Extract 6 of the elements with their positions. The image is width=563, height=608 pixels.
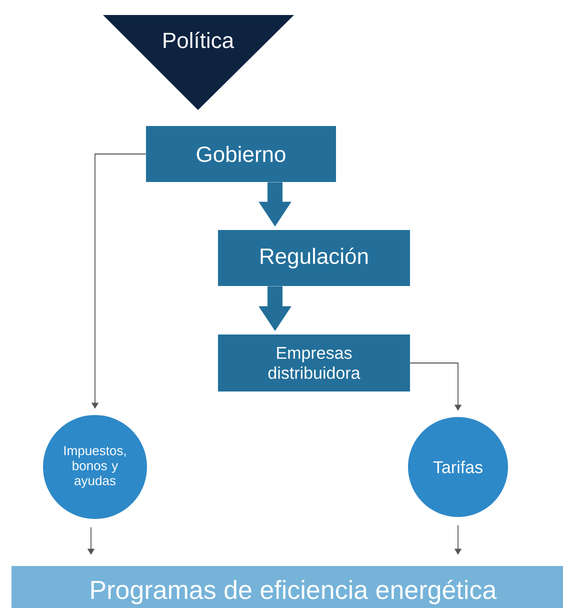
circle-node: Impuestos, bonos y ayudas bbox=[43, 415, 147, 519]
banner-band: Programas de eficiencia energética bbox=[12, 566, 563, 608]
process-box: Regulación bbox=[218, 230, 410, 286]
process-box: Empresas distribuidora bbox=[218, 334, 410, 392]
circle-node: Tarifas bbox=[408, 417, 508, 517]
process-box: Gobierno bbox=[146, 126, 336, 182]
